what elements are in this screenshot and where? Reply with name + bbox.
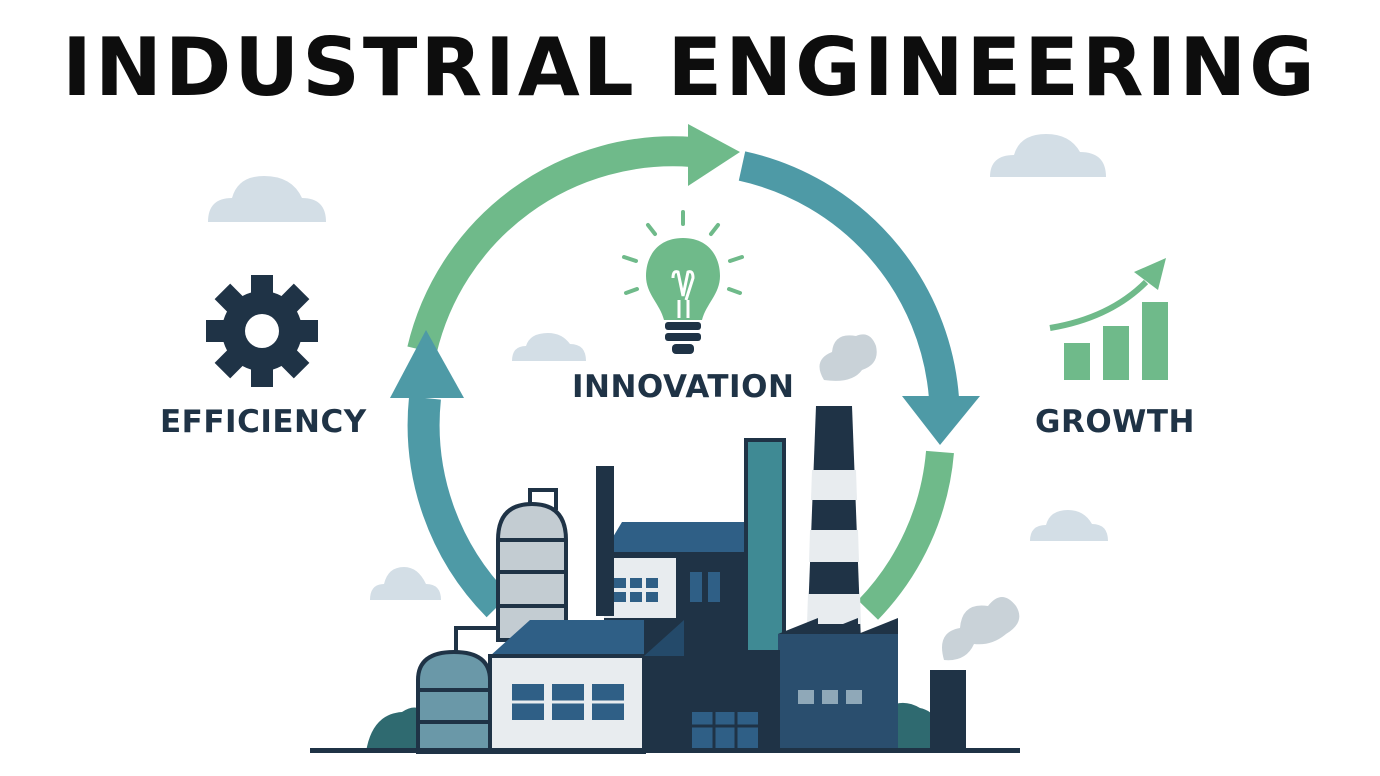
gear-icon bbox=[206, 275, 318, 387]
growth-label: GROWTH bbox=[1035, 404, 1195, 440]
bar-chart-growth-icon bbox=[1049, 258, 1168, 380]
page-title: INDUSTRIAL ENGINEERING bbox=[62, 21, 1318, 114]
cloud-icon bbox=[1030, 510, 1108, 541]
lightbulb-icon bbox=[622, 210, 744, 354]
cycle-arrows-icon bbox=[390, 124, 980, 620]
innovation-label: INNOVATION bbox=[572, 369, 795, 405]
cloud-icon bbox=[512, 333, 586, 361]
cloud-icon bbox=[990, 134, 1106, 177]
efficiency-label: EFFICIENCY bbox=[160, 404, 367, 440]
cloud-icon bbox=[208, 176, 326, 222]
factory-icon bbox=[310, 334, 1020, 754]
cloud-icon bbox=[370, 567, 441, 600]
